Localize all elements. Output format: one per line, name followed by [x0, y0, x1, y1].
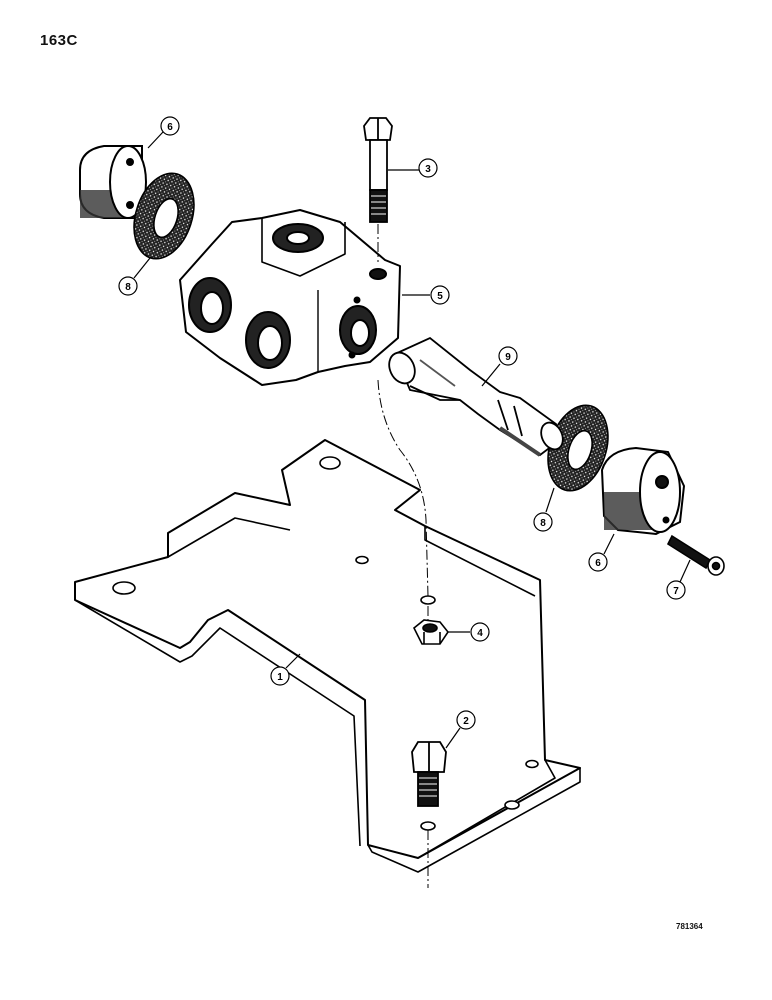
bolt-top [363, 117, 393, 223]
callout-2-label: 2 [463, 716, 469, 727]
callout-1: 1 [270, 653, 301, 686]
page-code: 163C [40, 32, 78, 49]
drawing-number: 781364 [676, 922, 703, 931]
callout-8-right-label: 8 [540, 518, 546, 529]
end-cap-left [79, 145, 147, 219]
callout-4: 4 [448, 622, 490, 642]
callout-6-right: 6 [588, 533, 615, 572]
callout-9: 9 [481, 346, 518, 387]
callout-3-label: 3 [425, 164, 431, 175]
callout-8-right: 8 [533, 487, 555, 532]
callout-5-label: 5 [437, 291, 443, 302]
callout-9-label: 9 [505, 352, 511, 363]
hex-nut [412, 619, 449, 645]
callout-7-label: 7 [673, 586, 679, 597]
callout-6-right-label: 6 [595, 558, 601, 569]
bracket-holes [112, 456, 539, 831]
callout-6-top-label: 6 [167, 122, 173, 133]
callout-2: 2 [445, 710, 476, 749]
assembly-centerlines [377, 224, 429, 888]
callout-8-left: 8 [118, 257, 151, 296]
callout-3: 3 [388, 158, 438, 178]
callout-1-label: 1 [277, 672, 283, 683]
end-cap-right [600, 446, 686, 536]
callout-8-left-label: 8 [125, 282, 131, 293]
capscrew [666, 534, 725, 576]
callout-4-label: 4 [477, 628, 483, 639]
valve-body [179, 209, 401, 386]
callout-7: 7 [666, 559, 691, 600]
gasket-right [547, 404, 609, 492]
callout-5: 5 [402, 285, 450, 305]
mounting-bracket [74, 439, 581, 873]
gasket-left [133, 172, 195, 260]
callout-6-top: 6 [147, 116, 180, 149]
bolt-bottom [411, 741, 447, 807]
spool [388, 336, 564, 457]
